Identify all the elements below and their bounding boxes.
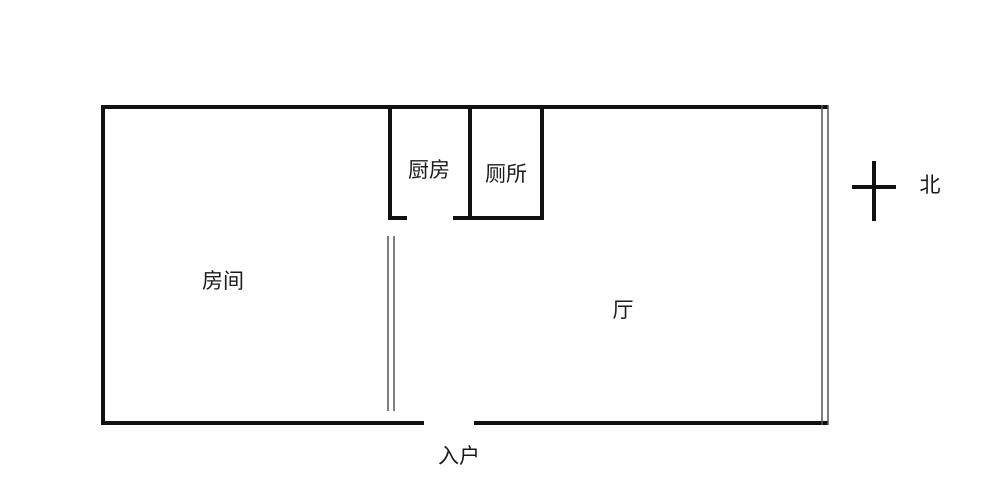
room-label-living-room: 厅 <box>613 298 634 322</box>
room-label-toilet: 厕所 <box>485 162 527 186</box>
room-label-kitchen: 厨房 <box>408 158 450 182</box>
east-window <box>821 105 829 425</box>
interior-walls <box>387 107 544 411</box>
room-label-bedroom: 房间 <box>202 269 244 293</box>
north-cross-icon <box>852 161 896 221</box>
outer-walls <box>101 105 828 425</box>
entrance-label: 入户 <box>438 444 480 468</box>
compass-label-north: 北 <box>920 173 941 197</box>
